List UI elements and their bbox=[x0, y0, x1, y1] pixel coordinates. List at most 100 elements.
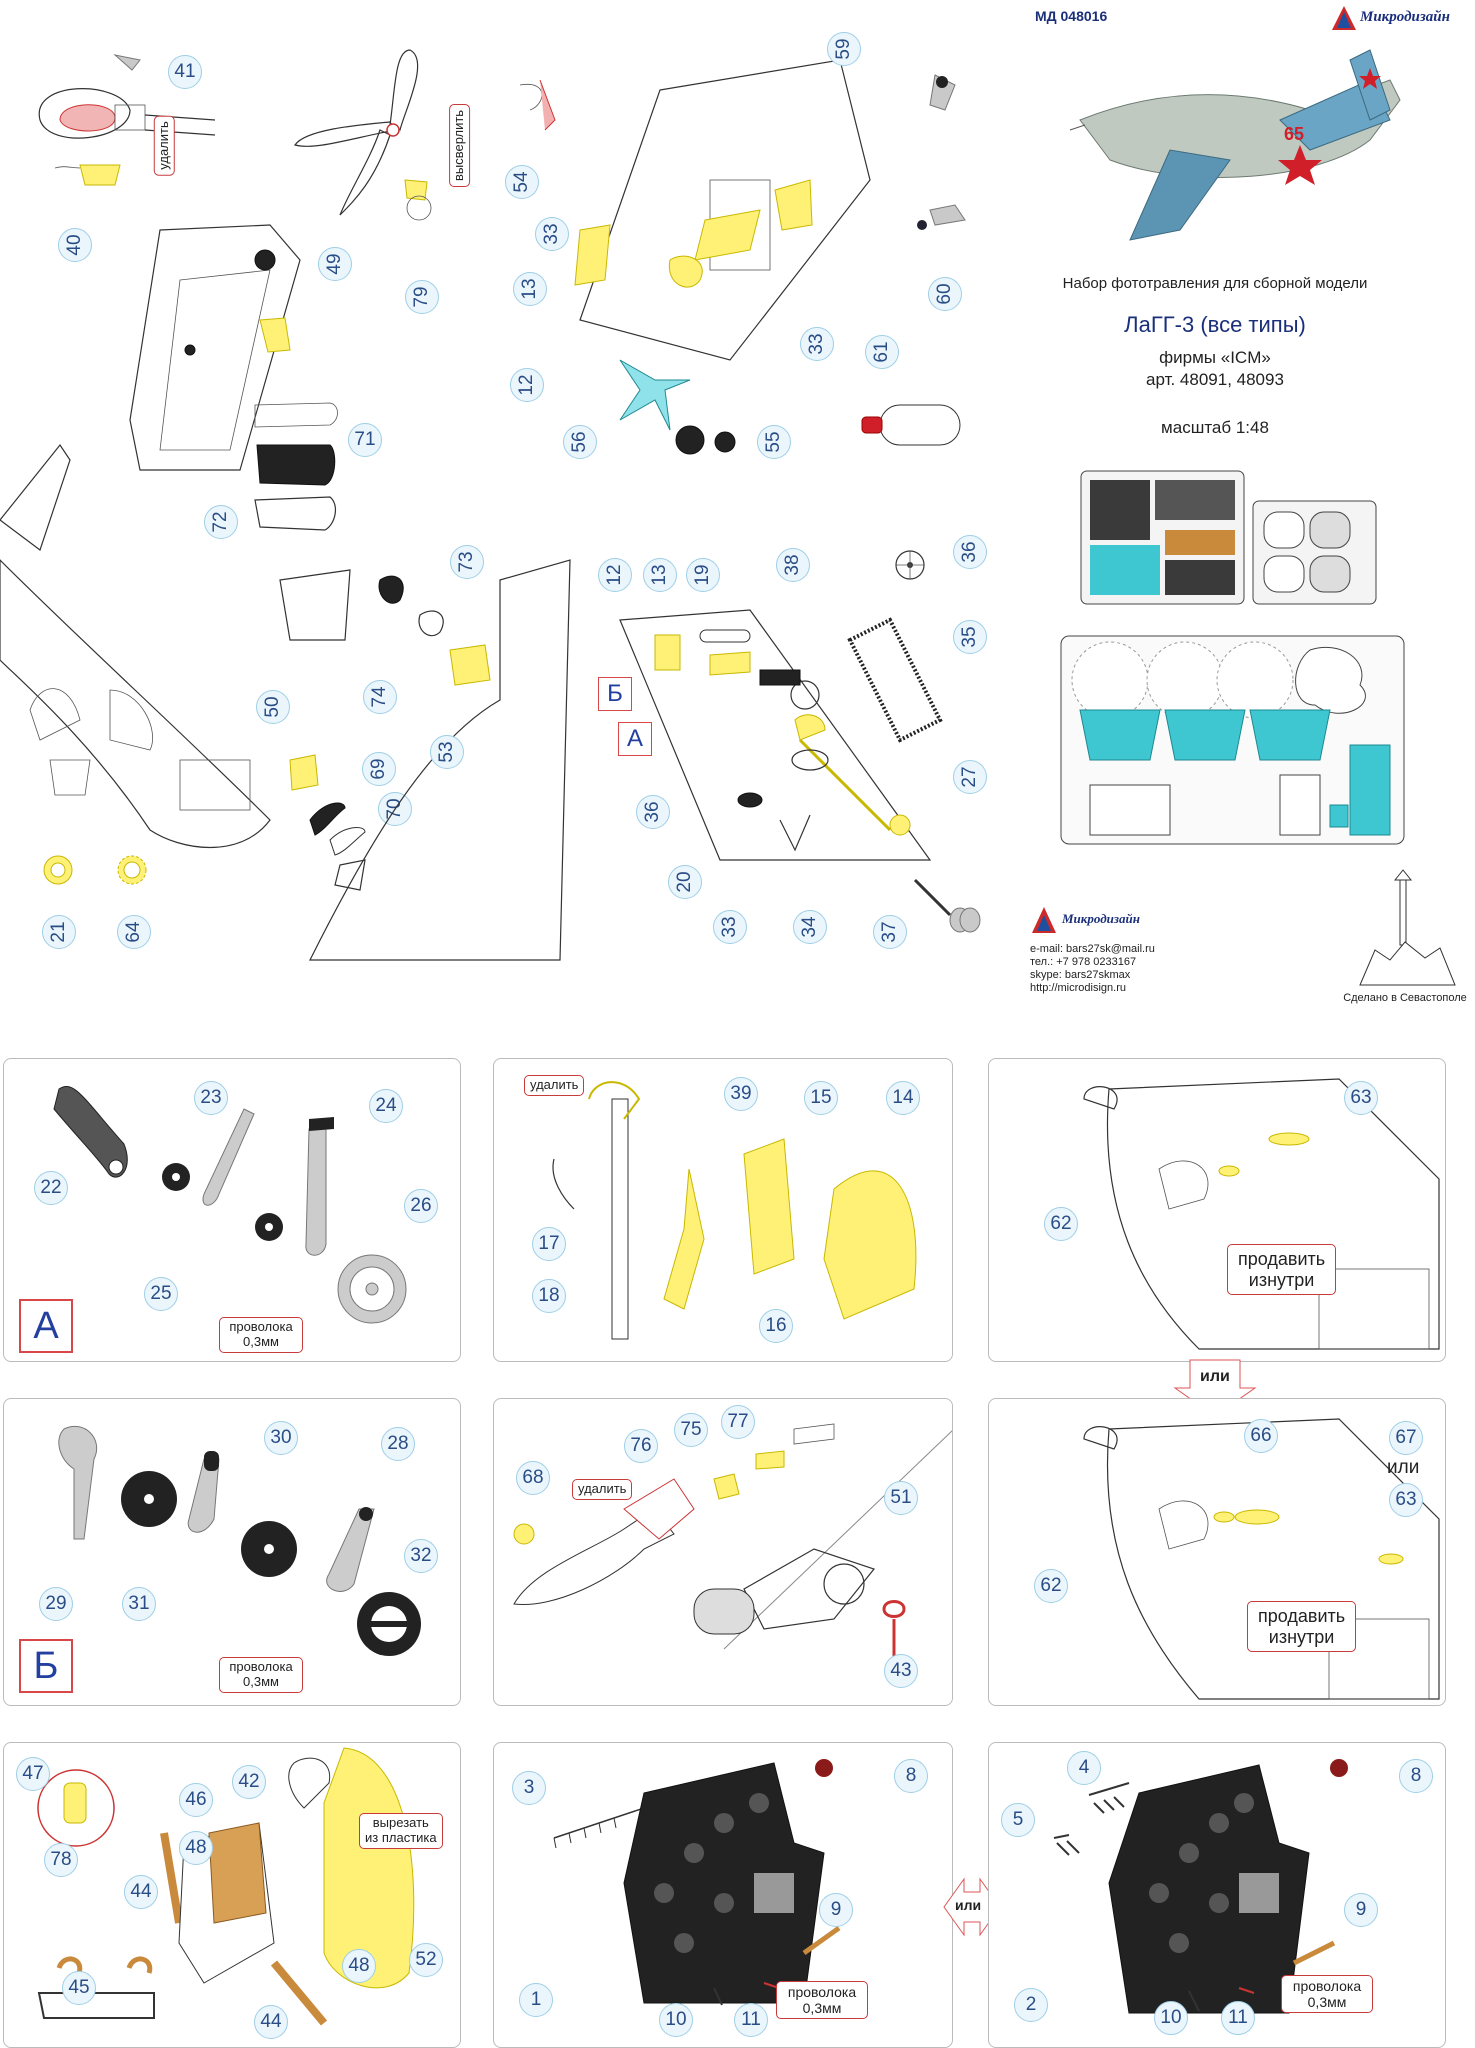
callout-17: 17 bbox=[532, 1227, 566, 1261]
callout-76: 76 bbox=[624, 1429, 658, 1463]
brand-name: Микродизайн bbox=[1360, 9, 1450, 25]
part-59 bbox=[929, 74, 956, 111]
callout-22: 22 bbox=[34, 1171, 68, 1205]
callout-36-b: 36 bbox=[636, 795, 670, 829]
kit-code: МД 048016 bbox=[1035, 8, 1108, 24]
callout-62-a: 62 bbox=[1044, 1207, 1078, 1241]
sevastopol-monument-icon bbox=[1359, 869, 1456, 986]
callout-41: 41 bbox=[168, 55, 202, 89]
or-label-horizontal: или bbox=[955, 1897, 982, 1913]
callout-10-b: 10 bbox=[1154, 2001, 1188, 2035]
diagram-propeller bbox=[294, 49, 432, 221]
callout-36-a: 36 bbox=[953, 535, 987, 569]
contacts-logo-icon bbox=[1032, 907, 1056, 933]
callout-9-b: 9 bbox=[1344, 1893, 1378, 1927]
callout-75: 75 bbox=[674, 1413, 708, 1447]
callout-48-a: 48 bbox=[179, 1831, 213, 1865]
contacts-site[interactable]: http://microdisign.ru bbox=[1030, 982, 1126, 994]
made-in: Сделано в Севастополе bbox=[1343, 992, 1467, 1004]
contacts-phone: тел.: +7 978 0233167 bbox=[1030, 956, 1137, 968]
callout-78: 78 bbox=[44, 1843, 78, 1877]
callout-46: 46 bbox=[179, 1783, 213, 1817]
label-cut-plastic: вырезать из пластика bbox=[359, 1813, 443, 1849]
part-37 bbox=[913, 878, 981, 933]
callout-12-a: 12 bbox=[510, 368, 544, 402]
panel-b-rudder-pedals: 30 28 32 29 31 Б проволока 0,3мм bbox=[3, 1398, 461, 1706]
callout-67: 67 bbox=[1389, 1421, 1423, 1455]
callout-53: 53 bbox=[430, 735, 464, 769]
diagram-tailwheel-cable bbox=[38, 54, 216, 186]
label-solder-a-line2: изнутри bbox=[1248, 1269, 1315, 1290]
callout-49: 49 bbox=[318, 247, 352, 281]
panel-a-control-column: 22 23 24 25 26 А проволока 0,3мм bbox=[3, 1058, 461, 1362]
part-60 bbox=[917, 204, 966, 230]
label-remove-bomb: удалить bbox=[572, 1479, 633, 1500]
callout-68: 68 bbox=[516, 1461, 550, 1495]
callout-3: 3 bbox=[512, 1771, 546, 1805]
panel-bomb-parts: 68 76 75 77 51 43 удалить bbox=[493, 1398, 953, 1706]
callout-44-a: 44 bbox=[124, 1875, 158, 1909]
callout-61: 61 bbox=[865, 335, 899, 369]
panel-seat: 47 78 46 42 48 44 45 48 44 52 вырезать и… bbox=[3, 1742, 461, 2048]
diagram-wing-53 bbox=[279, 559, 571, 961]
wire-label-a: проволока 0,3мм bbox=[219, 1317, 303, 1353]
label-drill: высверлить bbox=[449, 103, 471, 188]
kit-title: Набор фототравления для сборной модели bbox=[1062, 275, 1368, 292]
callout-62-b: 62 bbox=[1034, 1569, 1068, 1603]
diagram-cockpit-floor bbox=[519, 59, 871, 455]
callout-39: 39 bbox=[724, 1077, 758, 1111]
callout-16: 16 bbox=[759, 1309, 793, 1343]
callout-32: 32 bbox=[404, 1539, 438, 1573]
label-remove-bomb-text: удалить bbox=[578, 1481, 627, 1496]
fret-large bbox=[1060, 635, 1405, 845]
callout-23: 23 bbox=[194, 1081, 228, 1115]
contacts-email[interactable]: e-mail: bars27sk@mail.ru bbox=[1030, 943, 1155, 955]
fret-small-a bbox=[1080, 470, 1245, 605]
callout-21: 21 bbox=[42, 915, 76, 949]
wire-label-panel-2-line2: 0,3мм bbox=[1307, 1994, 1347, 2011]
wire-label-panel-2-line1: проволока bbox=[1292, 1978, 1362, 1994]
callout-20: 20 bbox=[668, 865, 702, 899]
callout-13-b: 13 bbox=[643, 558, 677, 592]
callout-37: 37 bbox=[873, 915, 907, 949]
callout-66: 66 bbox=[1244, 1419, 1278, 1453]
panel-instrument-2: 4 5 8 9 2 10 11 или проволока 0,3мм bbox=[988, 1742, 1446, 2048]
callout-34: 34 bbox=[793, 910, 827, 944]
callout-33-c: 33 bbox=[713, 910, 747, 944]
callout-45: 45 bbox=[62, 1971, 96, 2005]
label-remove-text: удалить bbox=[155, 121, 171, 170]
letter-a: А bbox=[19, 1299, 73, 1353]
label-drill-text: высверлить bbox=[451, 109, 467, 182]
callout-29: 29 bbox=[39, 1587, 73, 1621]
letter-b-small: Б bbox=[598, 677, 632, 711]
label-solder-a: продавить изнутри bbox=[1227, 1244, 1337, 1296]
callout-48-b: 48 bbox=[342, 1949, 376, 1983]
callout-54: 54 bbox=[505, 165, 539, 199]
callout-42: 42 bbox=[232, 1765, 266, 1799]
brand-logo: Микродизайн bbox=[1330, 4, 1470, 32]
label-remove-stick: удалить bbox=[524, 1075, 585, 1096]
panel-instrument-1: 3 8 9 1 10 11 или проволока 0,3мм bbox=[493, 1742, 953, 2048]
callout-14: 14 bbox=[886, 1081, 920, 1115]
label-solder-b-line2: изнутри bbox=[1268, 1626, 1335, 1647]
callout-27: 27 bbox=[953, 760, 987, 794]
callout-11-b: 11 bbox=[1221, 2001, 1255, 2035]
wire-label-panel-1-line1: проволока bbox=[787, 1984, 857, 2000]
wire-label-panel-2: проволока 0,3мм bbox=[1281, 1975, 1373, 2014]
callout-8-b: 8 bbox=[1399, 1759, 1433, 1793]
callout-33-a: 33 bbox=[535, 217, 569, 251]
parts-50-69-70 bbox=[289, 754, 366, 891]
label-cut-line1: вырезать bbox=[372, 1815, 429, 1830]
callout-74: 74 bbox=[363, 680, 397, 714]
brand-logo-icon bbox=[1332, 6, 1356, 30]
or-label-67: или bbox=[1387, 1457, 1420, 1478]
wire-label-b-line1: проволока bbox=[229, 1659, 293, 1674]
callout-51: 51 bbox=[884, 1481, 918, 1515]
wire-label-panel-1-line2: 0,3мм bbox=[802, 2000, 842, 2017]
letter-a-small: А bbox=[618, 722, 652, 756]
callout-55: 55 bbox=[757, 425, 791, 459]
callout-56: 56 bbox=[563, 425, 597, 459]
callout-19: 19 bbox=[686, 558, 720, 592]
callout-47: 47 bbox=[16, 1757, 50, 1791]
maker: фирмы «ICM» bbox=[1159, 348, 1271, 367]
